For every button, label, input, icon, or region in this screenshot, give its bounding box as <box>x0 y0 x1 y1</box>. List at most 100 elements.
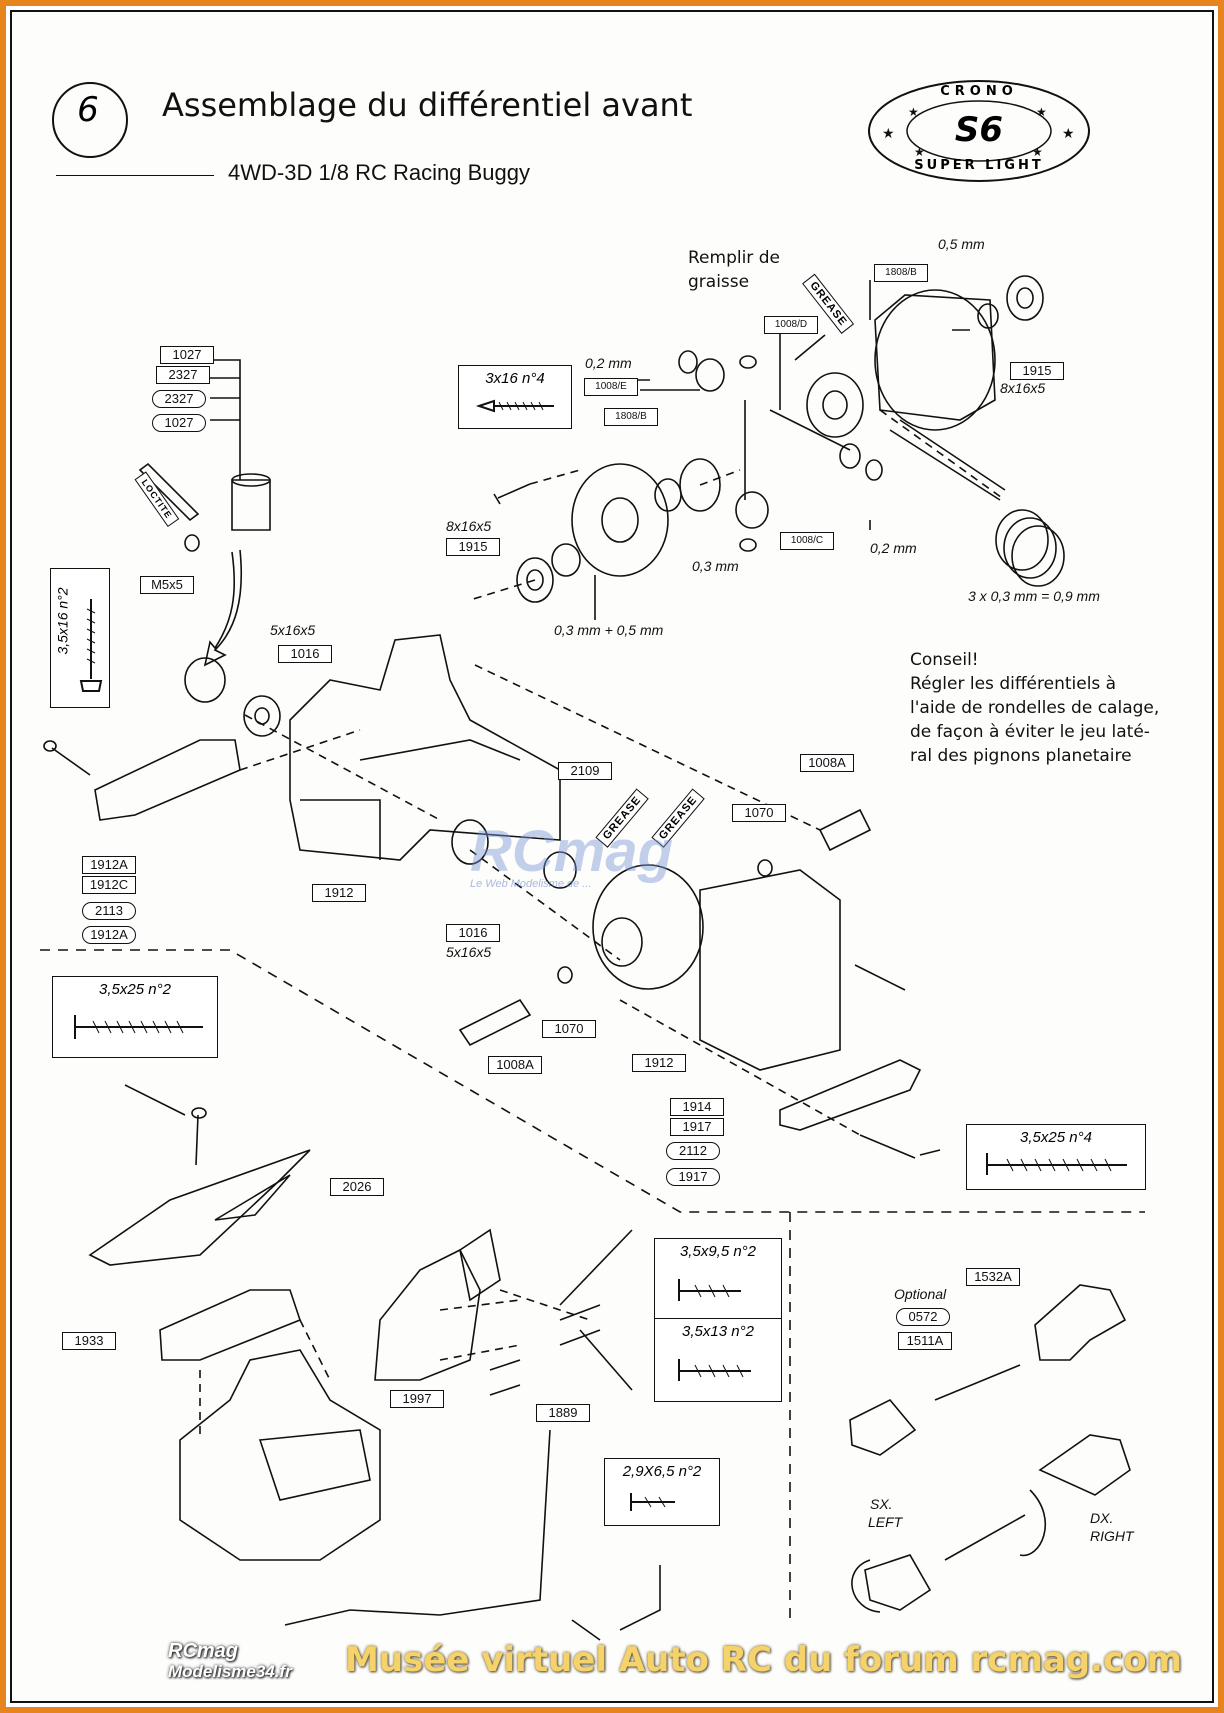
svg-text:★: ★ <box>882 125 895 141</box>
right-label-dx: DX. <box>1090 1510 1114 1526</box>
ball-cup <box>849 1399 917 1456</box>
part-label: 1016 <box>278 645 332 663</box>
dim-8x16x5-left: 8x16x5 <box>446 518 492 534</box>
part-label: 1008A <box>488 1056 542 1074</box>
ring-gear <box>571 463 669 577</box>
fill-grease-note: Remplir de graisse <box>688 246 780 294</box>
part-label: 1917 <box>670 1118 724 1136</box>
arm-1914 <box>779 1059 922 1131</box>
front-bulkhead <box>289 634 561 861</box>
advice-line-2: l'aide de rondelles de calage, <box>910 698 1160 718</box>
svg-text:★: ★ <box>1032 145 1043 159</box>
right-label: RIGHT <box>1090 1528 1134 1544</box>
screw-box-2-9x6-5-label: 2,9X6,5 n°2 <box>622 1463 702 1480</box>
step-number-circle <box>52 82 128 158</box>
rcmag-brand: RCmag <box>168 1640 239 1662</box>
advice-note: Conseil! Régler les différentiels à l'ai… <box>910 648 1162 768</box>
diff-case <box>874 289 996 431</box>
bulkhead-arm-1912a <box>94 739 241 821</box>
screw-box-3-5x13: 3,5x13 n°2 <box>654 1318 782 1402</box>
screws-right-column <box>489 1304 601 1396</box>
fill-grease-line-2: graisse <box>688 272 750 292</box>
advice-title: Conseil! <box>910 650 979 670</box>
screw-box-2-9x6-5: 2,9X6,5 n°2 <box>604 1458 720 1526</box>
outdrive-1008a-right <box>818 808 872 852</box>
pinion-2109 <box>543 851 577 889</box>
footer-caption: Musée virtuel Auto RC du forum rcmag.com <box>345 1640 1183 1680</box>
part-label: M5x5 <box>140 576 194 594</box>
bulkhead-lower-1912 <box>699 869 841 1071</box>
fill-grease-line-1: Remplir de <box>688 248 780 268</box>
washer-e <box>739 538 757 552</box>
svg-text:★: ★ <box>1036 105 1047 119</box>
part-label: 1912A <box>82 926 136 944</box>
part-label: 1915 <box>1010 362 1064 380</box>
dim-8x16x5-right: 8x16x5 <box>1000 380 1046 396</box>
bearing-1016-mid <box>451 819 489 865</box>
part-label: 1912A <box>82 856 136 874</box>
screw-right <box>854 964 906 991</box>
part-label: 2113 <box>82 902 136 920</box>
outdrive-1008a-left <box>458 998 532 1047</box>
part-label: 1070 <box>542 1020 596 1038</box>
optional-label: Optional <box>894 1286 947 1302</box>
spring-3 <box>1011 525 1065 587</box>
page-subtitle: 4WD-3D 1/8 RC Racing Buggy <box>228 160 531 185</box>
dim-0-5mm-top: 0,5 mm <box>938 236 985 252</box>
part-label: 1008/C <box>780 532 834 550</box>
part-label: 1027 <box>152 414 206 432</box>
mount-1933 <box>159 1289 301 1361</box>
part-label: 1008/D <box>764 316 818 334</box>
lower-bulkhead <box>179 1349 381 1561</box>
svg-text:★: ★ <box>908 105 919 119</box>
outdrive-1027 <box>231 479 271 531</box>
bearing-1016-top <box>243 695 281 737</box>
part-label: 1511A <box>898 1332 952 1350</box>
part-label: 1008A <box>800 754 854 772</box>
part-label: 1912C <box>82 876 136 894</box>
part-label: 1915 <box>446 538 500 556</box>
dim-0-3mm: 0,3 mm <box>692 558 739 574</box>
screw-lower-right <box>859 1134 916 1159</box>
knuckle-1532a <box>1034 1284 1127 1361</box>
turnbuckle-1511a <box>934 1364 1021 1401</box>
grub-screw-m5x5 <box>184 534 200 552</box>
plate-1997 <box>374 1248 481 1381</box>
advice-line-3: de façon à éviter le jeu laté- <box>910 722 1150 742</box>
screw-box-3-5x25-n2: 3,5x25 n°2 <box>52 976 218 1058</box>
part-label: 1912 <box>632 1054 686 1072</box>
dim-0-2mm-left: 0,2 mm <box>585 355 632 371</box>
spider-gear-1 <box>695 358 725 392</box>
svg-text:★: ★ <box>1062 125 1075 141</box>
spring-2 <box>1003 517 1057 579</box>
logo-top-text: CRONO <box>940 84 1018 99</box>
screw-box-3-5x13-label: 3,5x13 n°2 <box>682 1323 754 1340</box>
part-label: 0572 <box>896 1308 950 1326</box>
rotate-right-arrow <box>1019 1489 1047 1557</box>
step-number: 6 <box>77 90 99 130</box>
advice-line-4: ral des pignons planetaire <box>910 746 1132 766</box>
screw-box-3x16: 3x16 n°4 <box>458 365 572 429</box>
part-label: 2327 <box>156 366 210 384</box>
washer-d <box>739 355 757 369</box>
shim-a <box>678 350 698 374</box>
left-label: LEFT <box>868 1514 903 1530</box>
part-label: 1008/E <box>584 378 638 396</box>
part-label: 1997 <box>390 1390 444 1408</box>
part-label: 1889 <box>536 1404 590 1422</box>
bearing-1915-left <box>516 557 554 603</box>
advice-line-1: Régler les différentiels à <box>910 674 1117 694</box>
svg-text:★: ★ <box>914 145 925 159</box>
screw-box-3-5x25-n4-label: 3,5x25 n°4 <box>1020 1129 1092 1146</box>
part-label: 2112 <box>666 1142 720 1160</box>
dim-0-3-plus-0-5mm: 0,3 mm + 0,5 mm <box>554 622 664 638</box>
part-label: 2109 <box>558 762 612 780</box>
part-label: 2026 <box>330 1178 384 1196</box>
part-label: 1532A <box>966 1268 1020 1286</box>
logo-bottom-text: SUPER LIGHT <box>914 158 1044 173</box>
left-label-sx: SX. <box>870 1496 893 1512</box>
page-title: Assemblage du différentiel avant <box>162 86 693 124</box>
manual-page <box>10 10 1214 1703</box>
knuckle-right <box>1038 1434 1131 1496</box>
